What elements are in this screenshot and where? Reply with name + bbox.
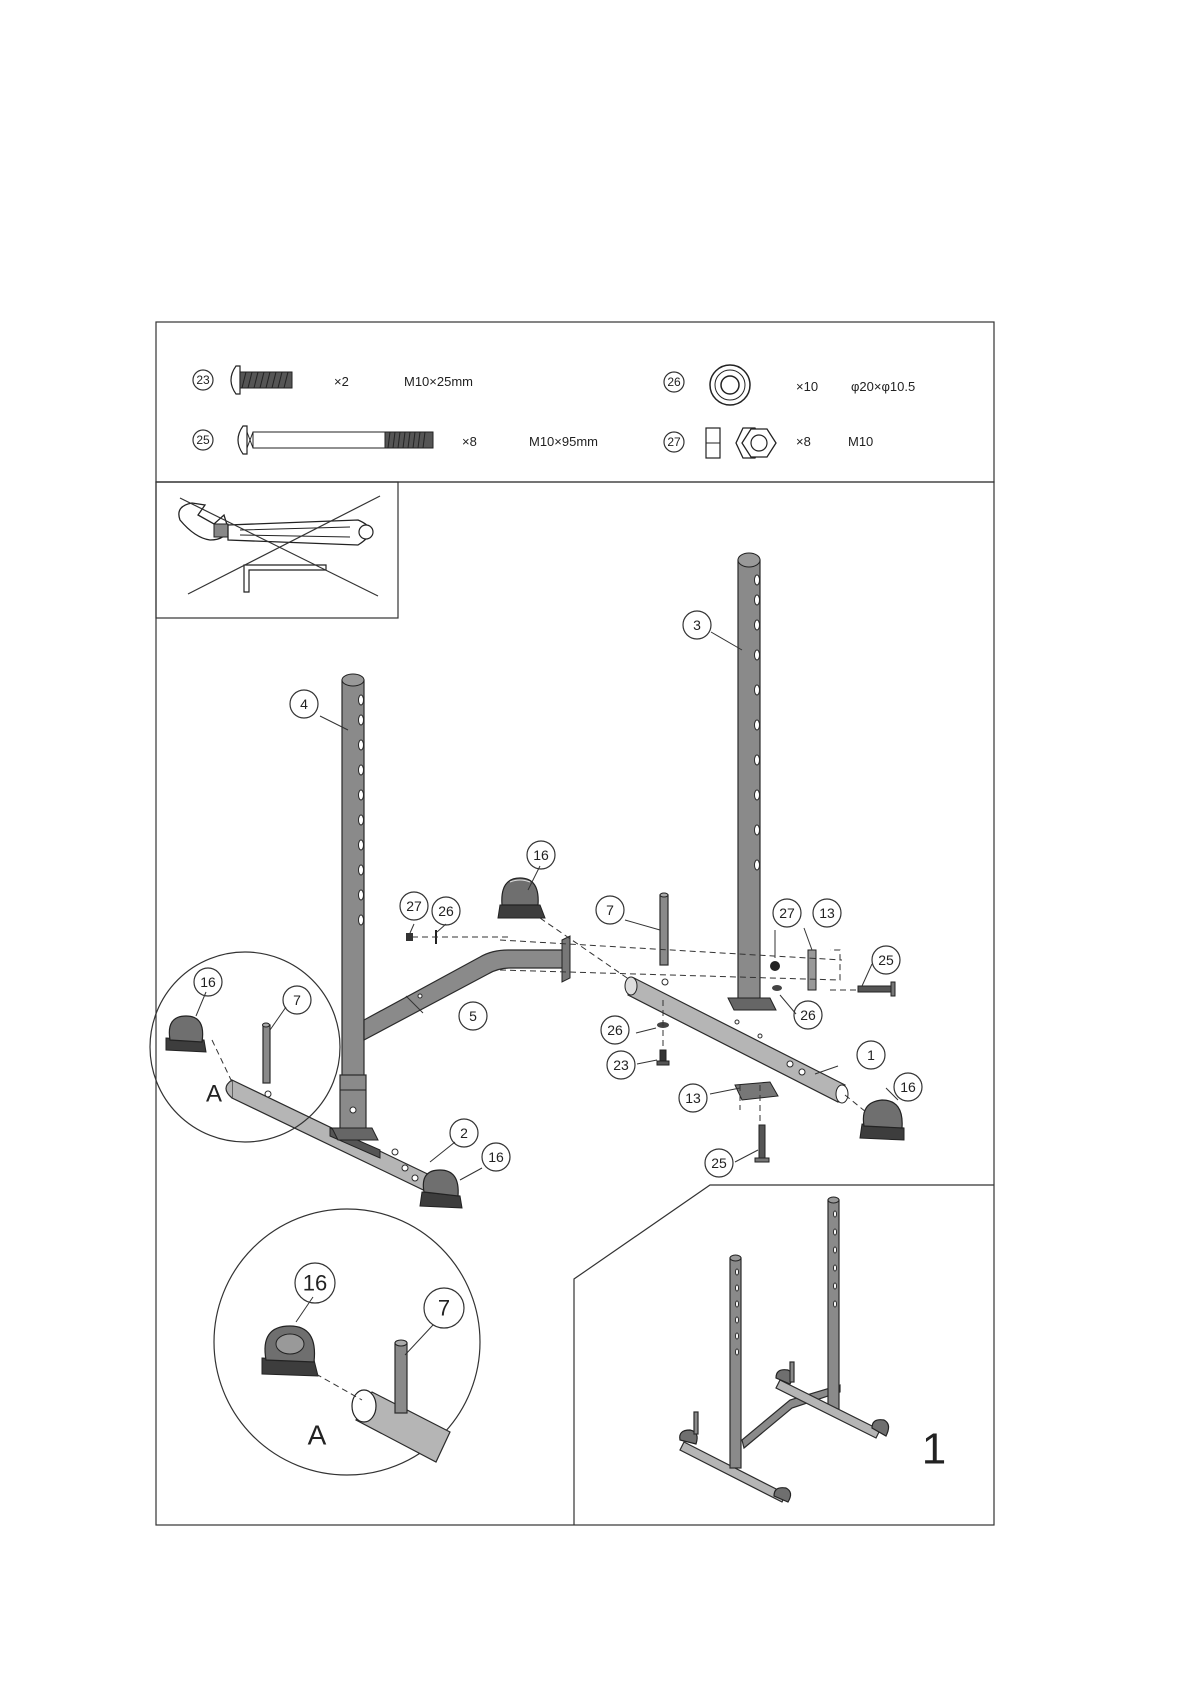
part-number-26: 26 <box>667 375 681 389</box>
callout-5: 5 <box>469 1008 477 1024</box>
end-cap-16-detail-large <box>262 1326 318 1376</box>
detail-label-a-small: A <box>206 1081 222 1108</box>
callout-4: 4 <box>300 696 308 712</box>
bolt-23 <box>657 1050 669 1065</box>
part-number-25: 25 <box>196 433 210 447</box>
part-number-23: 23 <box>196 373 210 387</box>
hardware-row-25: 25 ×8 M10×95mm <box>193 426 598 454</box>
plate-13-upper <box>808 950 816 990</box>
qty-25: ×8 <box>462 434 477 449</box>
not-required-cross-icon <box>180 496 380 596</box>
callout-26-right: 26 <box>800 1007 816 1023</box>
callout-7-detail-small: 7 <box>293 992 301 1008</box>
callout-16-top: 16 <box>533 847 549 863</box>
spec-27: M10 <box>848 434 873 449</box>
callout-3: 3 <box>693 617 701 633</box>
pin-7-right <box>660 893 668 965</box>
callout-23: 23 <box>613 1057 629 1073</box>
upright-tube-3 <box>728 553 776 1010</box>
step-number: 1 <box>922 1425 946 1474</box>
callouts: 4 3 16 7 27 26 27 13 25 26 5 26 23 1 16 … <box>194 611 922 1177</box>
base-tube-2 <box>226 1080 440 1198</box>
callout-16-base-left: 16 <box>488 1149 504 1165</box>
callout-25-bottom: 25 <box>711 1155 727 1171</box>
callout-25-side: 25 <box>878 952 894 968</box>
detail-a-large: 16 7 A <box>214 1209 480 1475</box>
hardware-row-27: 27 ×8 M10 <box>664 428 873 458</box>
cross-tube-5 <box>364 936 570 1040</box>
callout-1: 1 <box>867 1047 875 1063</box>
allen-key-icon <box>244 565 326 592</box>
callout-7-detail-large: 7 <box>438 1296 450 1321</box>
bolt-m10x95-icon <box>238 426 433 454</box>
bolt-25-bottom <box>755 1125 769 1162</box>
callout-2: 2 <box>460 1125 468 1141</box>
nut-27-right <box>770 961 780 971</box>
hardware-row-26: 26 ×10 φ20×φ10.5 <box>664 365 915 405</box>
hardware-panel: 23 ×2 M10×25mm 25 <box>156 322 994 482</box>
callout-16-base-right: 16 <box>900 1079 916 1095</box>
washer-icon <box>710 365 750 405</box>
callout-16-detail-small: 16 <box>200 974 216 990</box>
tools-box <box>156 482 398 618</box>
spec-23: M10×25mm <box>404 374 473 389</box>
callout-27-right: 27 <box>779 905 795 921</box>
qty-27: ×8 <box>796 434 811 449</box>
callout-16-detail-large: 16 <box>303 1271 327 1296</box>
spec-25: M10×95mm <box>529 434 598 449</box>
spec-26: φ20×φ10.5 <box>851 379 915 394</box>
callout-26-lower: 26 <box>607 1022 623 1038</box>
bolt-25-side <box>858 982 895 996</box>
part-number-27: 27 <box>667 435 681 449</box>
callout-13-upper: 13 <box>819 905 835 921</box>
callout-13-lower: 13 <box>685 1090 701 1106</box>
hex-nut-icon <box>706 428 776 458</box>
plate-13-lower <box>735 1082 778 1100</box>
nut-27-left <box>406 933 413 941</box>
callout-27-left: 27 <box>406 898 422 914</box>
exploded-view: A 4 3 16 <box>150 553 922 1208</box>
detail-label-a-large: A <box>308 1420 327 1451</box>
qty-23: ×2 <box>334 374 349 389</box>
end-cap-16-top <box>498 878 545 918</box>
end-cap-16-base-left <box>420 1170 462 1208</box>
qty-26: ×10 <box>796 379 818 394</box>
callout-26-left: 26 <box>438 903 454 919</box>
washer-26-right <box>772 985 782 991</box>
pin-7-detail-small <box>263 1023 271 1083</box>
callout-7-right: 7 <box>606 902 614 918</box>
adjustable-wrench-icon <box>179 503 373 545</box>
base-tube-1 <box>625 977 848 1103</box>
assembled-preview: 1 <box>574 1185 994 1525</box>
bolt-m10x25-icon <box>231 366 292 394</box>
hardware-row-23: 23 ×2 M10×25mm <box>193 366 473 394</box>
end-cap-16-base-right <box>860 1100 904 1140</box>
end-cap-16-detail-small <box>166 1016 206 1052</box>
upright-tube-4 <box>332 674 378 1140</box>
